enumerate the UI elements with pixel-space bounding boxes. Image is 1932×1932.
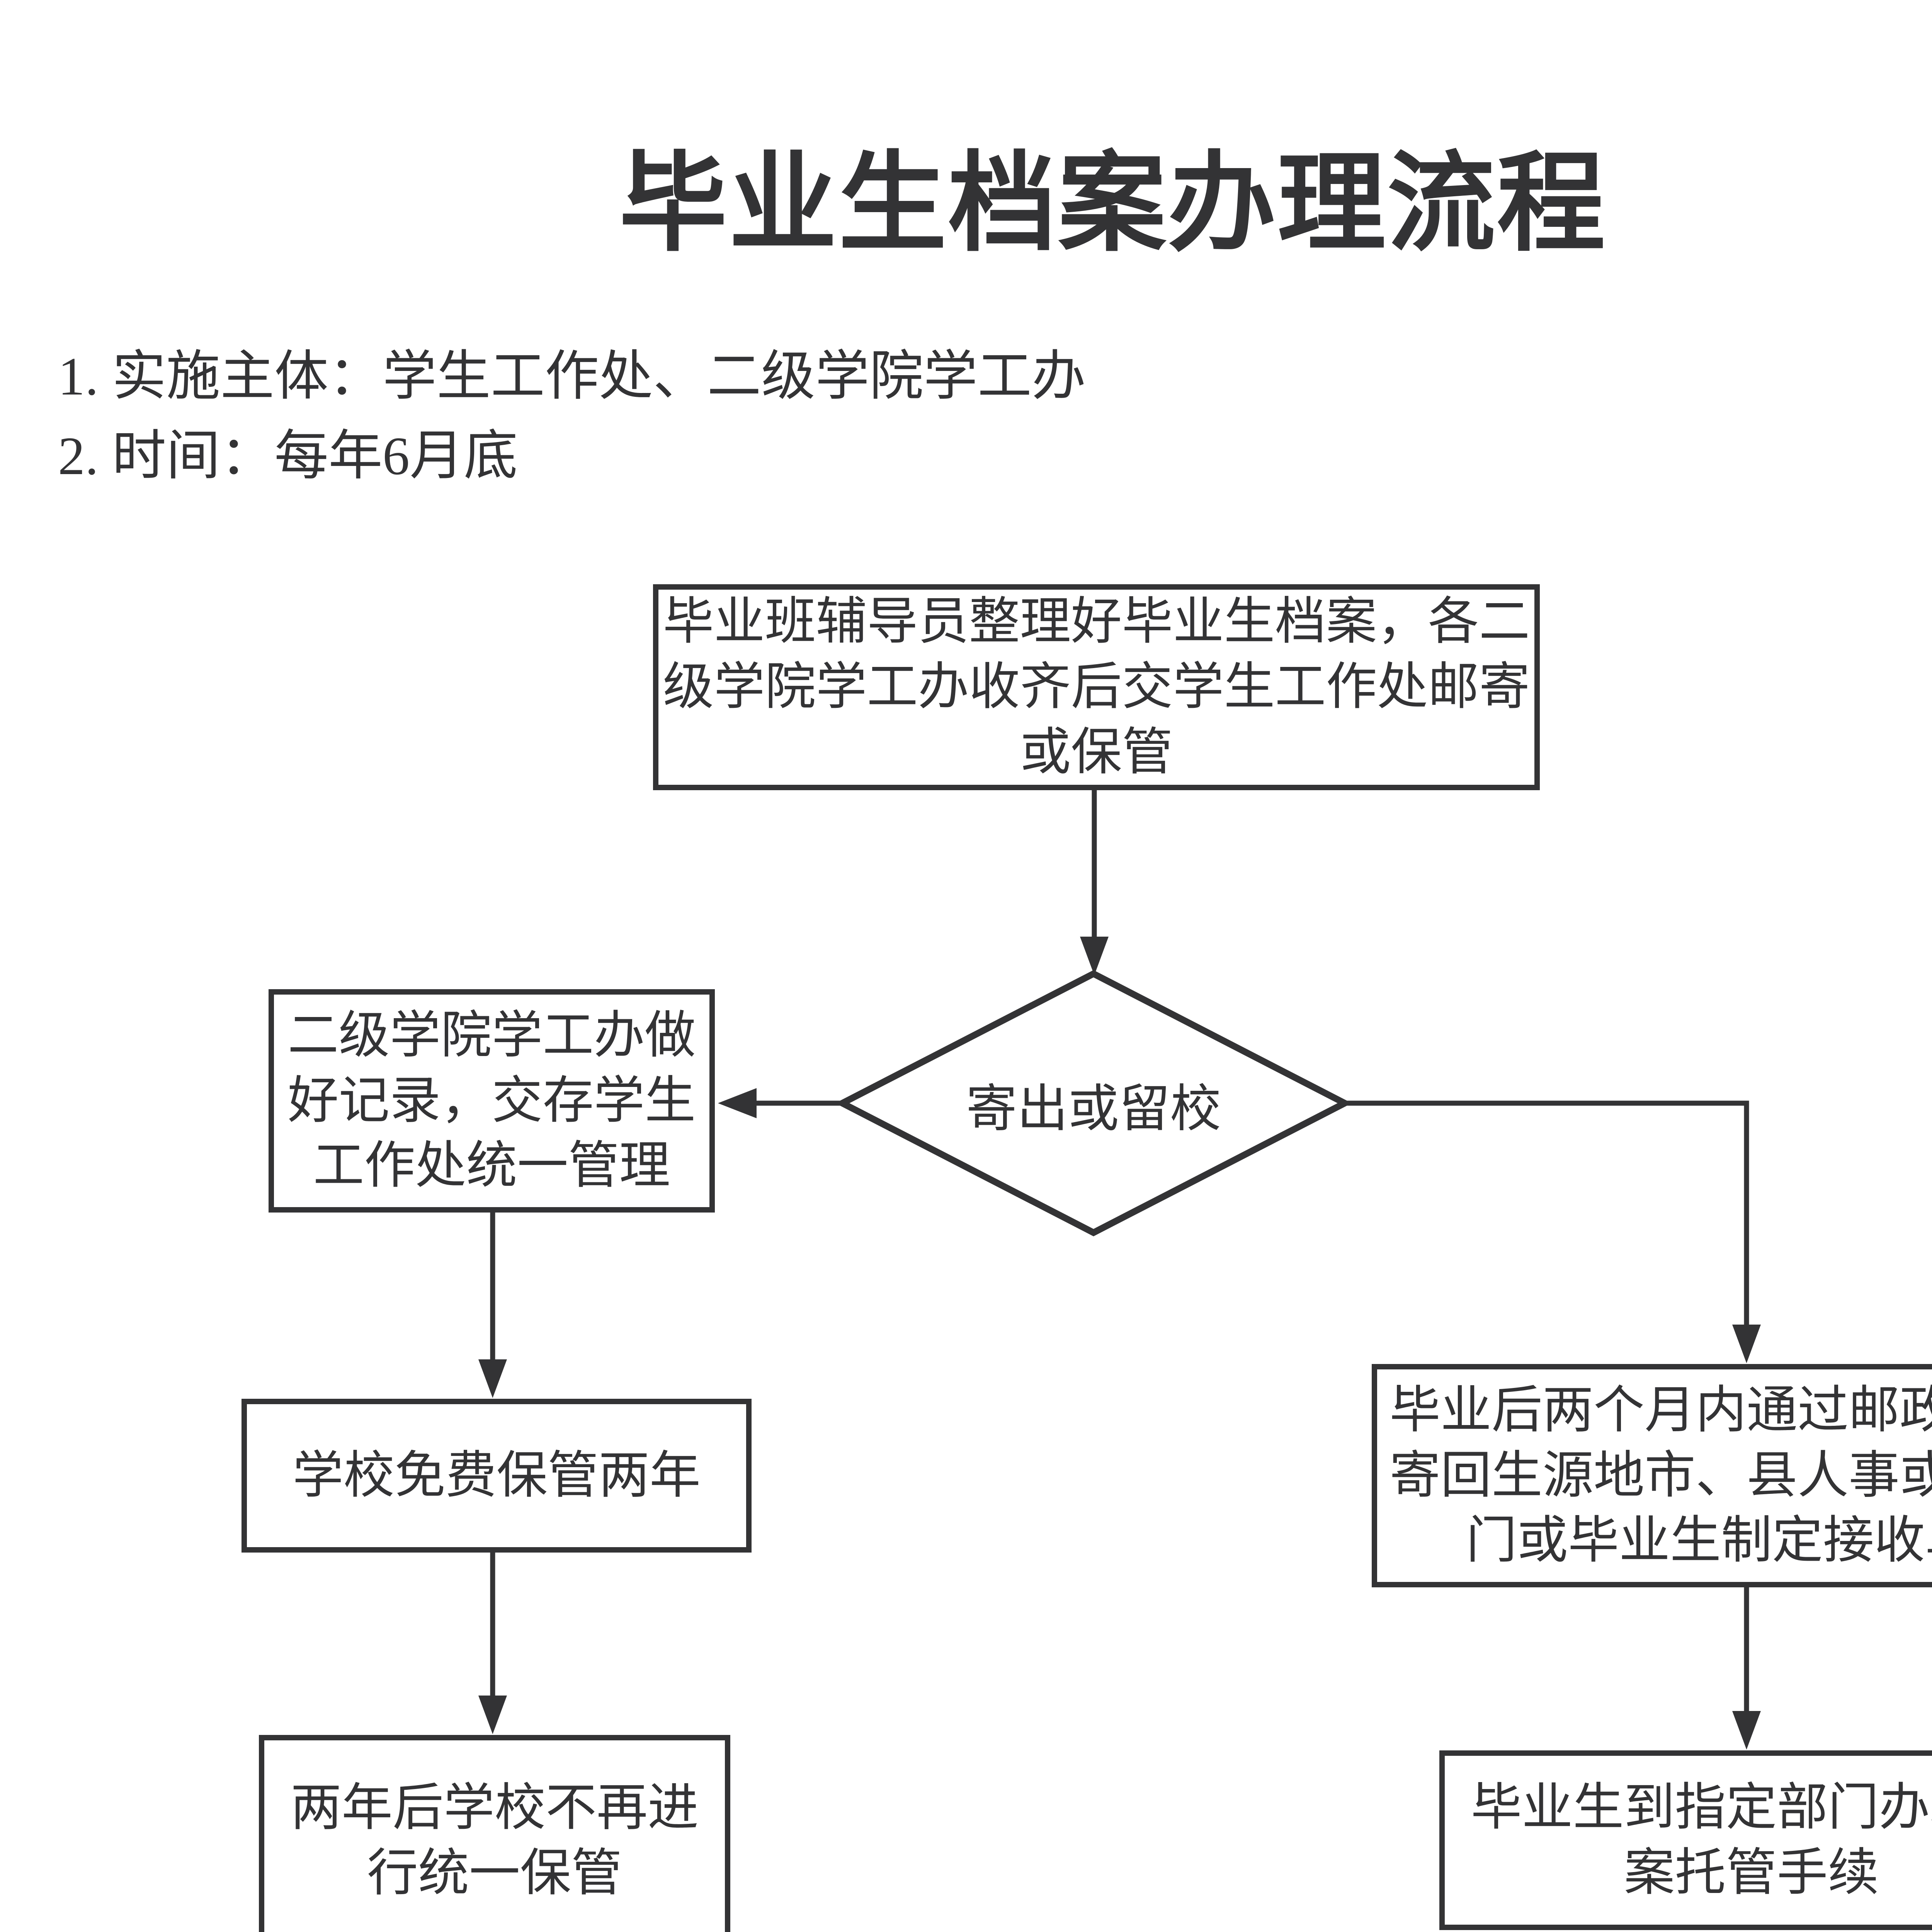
arrowhead-down-custody xyxy=(1732,1711,1761,1750)
node-decision-label: 寄出或留校 xyxy=(966,1080,1221,1138)
node-mail-out-line: 门或毕业生制定接收单位 xyxy=(1466,1512,1932,1569)
arrowhead-left-keep-record xyxy=(718,1088,757,1118)
page-title: 毕业生档案办理流程 xyxy=(619,144,1607,264)
node-keep-record: 二级学院学工办做 好记录，交存学生 工作处统一管理 xyxy=(269,989,715,1213)
node-no-storage-line: 行统一保管 xyxy=(367,1844,622,1901)
edge-decision-mail-out xyxy=(1345,1100,1749,1335)
node-start-line: 或保管 xyxy=(1020,723,1173,781)
node-custody-line: 毕业生到指定部门办理档 xyxy=(1471,1779,1932,1836)
node-start-line: 毕业班辅导员整理好毕业生档案，各二 xyxy=(663,593,1530,650)
node-start-line: 级学院学工办收齐后交学生工作处邮寄 xyxy=(663,658,1530,716)
arrowhead-down-mail-out xyxy=(1732,1325,1761,1363)
node-keep-record-line: 好记录，交存学生 xyxy=(287,1072,696,1129)
node-keep-record-line: 工作处统一管理 xyxy=(313,1137,670,1194)
arrowhead-down-free-storage xyxy=(478,1359,507,1398)
node-free-storage-line: 学校免费保管两年 xyxy=(293,1447,701,1504)
node-no-storage: 两年后学校不再进 行统一保管 xyxy=(259,1735,730,1932)
notes-block: 1. 实施主体：学生工作处、二级学院学工办 2. 时间：每年6月底 xyxy=(58,337,1086,496)
arrowhead-down-no-storage xyxy=(478,1696,507,1734)
note-line-1: 1. 实施主体：学生工作处、二级学院学工办 xyxy=(58,347,1086,406)
arrowhead-down-decision xyxy=(1080,937,1109,975)
node-custody: 毕业生到指定部门办理档 案托管手续 xyxy=(1439,1750,1932,1930)
decision-diamond-shape xyxy=(835,970,1352,1236)
note-line-2: 2. 时间：每年6月底 xyxy=(58,426,518,486)
node-mail-out: 毕业后两个月内通过邮政部门邮 寄回生源地市、县人事或社保部 门或毕业生制定接收单… xyxy=(1372,1364,1932,1587)
node-free-storage: 学校免费保管两年 xyxy=(242,1399,752,1553)
node-custody-line: 案托管手续 xyxy=(1624,1844,1879,1901)
node-start: 毕业班辅导员整理好毕业生档案，各二 级学院学工办收齐后交学生工作处邮寄 或保管 xyxy=(653,584,1540,790)
node-mail-out-line: 毕业后两个月内通过邮政部门邮 xyxy=(1389,1381,1932,1439)
node-keep-record-line: 二级学院学工办做 xyxy=(287,1007,696,1064)
node-no-storage-line: 两年后学校不再进 xyxy=(291,1779,699,1836)
node-mail-out-line: 寄回生源地市、县人事或社保部 xyxy=(1389,1447,1932,1504)
